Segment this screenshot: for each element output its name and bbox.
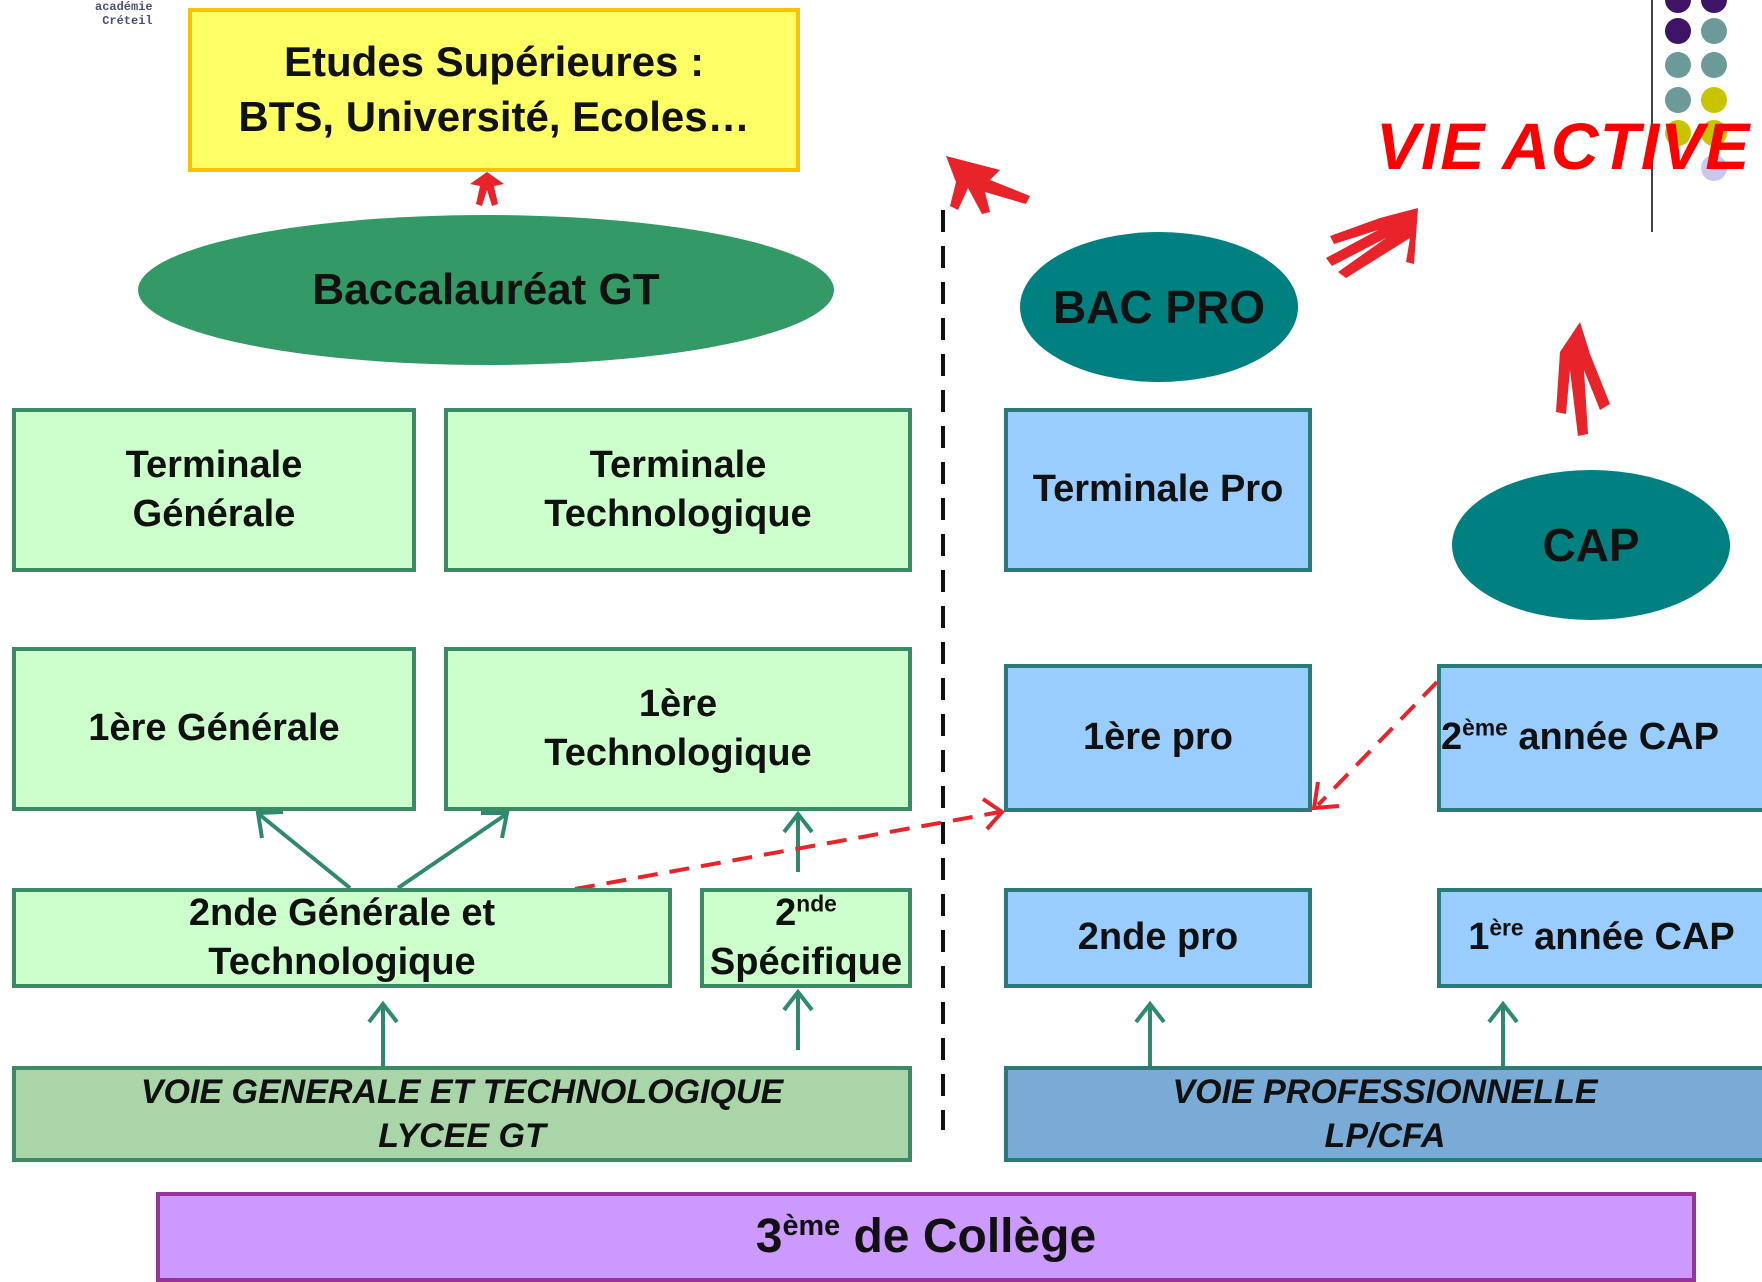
seconde-gt-line-1: 2nde Générale et (188, 891, 496, 934)
voie-pro-box: VOIE PROFESSIONNELLE LP/CFA (1004, 1066, 1762, 1162)
etudes-superieures-box: Etudes Supérieures : BTS, Université, Ec… (188, 8, 800, 172)
red-arrow-bac-pro-to-etudes (946, 156, 1030, 214)
college-box: 3ème de Collège (156, 1192, 1696, 1282)
terminale-pro-box: Terminale Pro (1004, 408, 1312, 572)
seconde-pro-box: 2nde pro (1004, 888, 1312, 988)
dot-icon (1665, 120, 1691, 146)
dot-icon (1701, 120, 1727, 146)
arrow-head (367, 1000, 399, 1024)
seconde-specifique-line-1: 2nde (775, 889, 837, 938)
vie-active-label: VIE ACTIVE (1376, 109, 1751, 183)
terminale-techno-line-1: Terminale (589, 443, 767, 486)
premiere-generale-box: 1ère Générale (12, 647, 416, 811)
seconde-pro-label: 2nde pro (1077, 916, 1239, 959)
passerelle-cap-to-premiere-pro (1316, 680, 1439, 807)
dot-icon (1665, 0, 1691, 13)
dot-icon (1665, 87, 1691, 113)
seconde-specifique-box: 2nde Spécifique (700, 888, 912, 988)
arrow-seconde-to-premiere-techno (396, 813, 507, 890)
terminale-techno-box: Terminale Technologique (444, 408, 912, 572)
academie-logo: académie Créteil (95, 0, 153, 28)
premiere-techno-line-2: Technologique (544, 732, 812, 774)
dot-icon (1701, 0, 1727, 13)
dot-icon (1665, 18, 1691, 44)
bac-pro-label: BAC PRO (1052, 281, 1266, 333)
bac-gt-ellipse: Baccalauréat GT (138, 215, 834, 365)
cap-ellipse: CAP (1452, 470, 1730, 620)
dot-icon (1701, 87, 1727, 113)
premiere-annee-cap-sup: ère (1489, 914, 1524, 941)
dot-icon (1701, 18, 1727, 44)
arrow-head (481, 811, 510, 839)
terminale-generale-line-1: Terminale (125, 443, 303, 486)
cap-label: CAP (1542, 519, 1640, 571)
arrow-head (1487, 1000, 1519, 1024)
college-label: 3ème de Collège (756, 1206, 1096, 1268)
premiere-annee-cap-num: 1 (1468, 916, 1490, 959)
arrow-head (1311, 781, 1340, 811)
seconde-specifique-sup: nde (796, 889, 837, 916)
seconde-specifique-line-2: Spécifique (709, 941, 903, 983)
terminale-pro-label: Terminale Pro (1032, 468, 1284, 511)
vertical-rule (1651, 0, 1653, 232)
deuxieme-annee-cap-rest: année CAP (1507, 716, 1719, 759)
arrow-head (782, 988, 814, 1012)
logo-line-2: Créteil (102, 14, 153, 28)
premiere-pro-box: 1ère pro (1004, 664, 1312, 812)
seconde-gt-box: 2nde Générale et Technologique (12, 888, 672, 988)
college-rest: de Collège (840, 1210, 1097, 1263)
arrow-seconde-to-premiere-generale (258, 813, 352, 890)
logo-line-1: académie (95, 0, 153, 14)
deuxieme-annee-cap-num: 2 (1441, 716, 1463, 759)
passerelle-seconde-to-premiere-pro (574, 810, 1001, 891)
premiere-annee-cap-box: 1ère année CAP (1437, 888, 1762, 988)
voie-gt-box: VOIE GENERALE ET TECHNOLOGIQUE LYCEE GT (12, 1066, 912, 1162)
arrow-head (255, 810, 284, 839)
premiere-generale-label: 1ère Générale (88, 707, 340, 750)
dot-icon (1665, 52, 1691, 78)
terminale-generale-box: Terminale Générale (12, 408, 416, 572)
bac-gt-label: Baccalauréat GT (312, 265, 660, 314)
etudes-line-2: BTS, Université, Ecoles… (238, 93, 750, 140)
seconde-gt-line-2: Technologique (208, 941, 476, 983)
voie-pro-line-2: LP/CFA (1324, 1117, 1446, 1155)
arrow-head (1134, 1000, 1166, 1024)
dot-icon (1701, 52, 1727, 78)
arrow-head (782, 810, 814, 834)
terminale-techno-line-2: Technologique (544, 493, 812, 535)
deuxieme-annee-cap-label: 2ème année CAP (1441, 713, 1719, 762)
deuxieme-annee-cap-sup: ème (1462, 714, 1508, 741)
seconde-specifique-num: 2 (775, 891, 797, 934)
red-arrow-cap-to-vie-active (1556, 322, 1610, 436)
dot-icon (1701, 155, 1727, 181)
premiere-annee-cap-label: 1ère année CAP (1468, 913, 1735, 962)
voie-pro-line-1: VOIE PROFESSIONNELLE (1172, 1072, 1598, 1111)
college-num: 3 (755, 1210, 783, 1263)
red-arrow-to-etudes (470, 172, 504, 206)
premiere-techno-box: 1ère Technologique (444, 647, 912, 811)
premiere-techno-line-1: 1ère (638, 682, 718, 725)
voie-gt-line-2: LYCEE GT (378, 1117, 546, 1155)
premiere-annee-cap-rest: année CAP (1523, 916, 1735, 959)
arrow-head (981, 797, 1005, 831)
red-arrow-bac-pro-to-vie-active (1326, 208, 1418, 278)
college-sup: ème (782, 1210, 841, 1242)
bac-pro-ellipse: BAC PRO (1020, 232, 1298, 382)
etudes-line-1: Etudes Supérieures : (283, 38, 705, 86)
premiere-pro-label: 1ère pro (1083, 716, 1233, 759)
deuxieme-annee-cap-box: 2ème année CAP (1437, 664, 1762, 812)
voie-gt-line-1: VOIE GENERALE ET TECHNOLOGIQUE (140, 1072, 784, 1111)
terminale-generale-line-2: Générale (132, 493, 296, 535)
